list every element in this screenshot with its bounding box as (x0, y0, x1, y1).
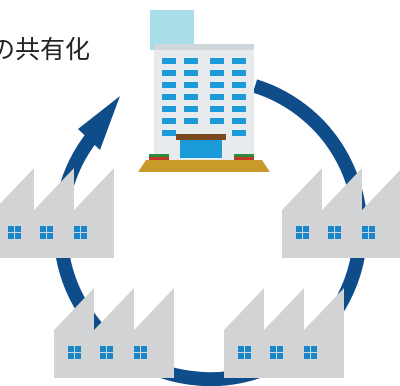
diagram-caption: の共有化 (0, 35, 91, 64)
factory-icon (224, 288, 344, 378)
factory-icon (282, 168, 400, 258)
factory-icon (0, 168, 114, 258)
office-building-icon (138, 10, 270, 172)
